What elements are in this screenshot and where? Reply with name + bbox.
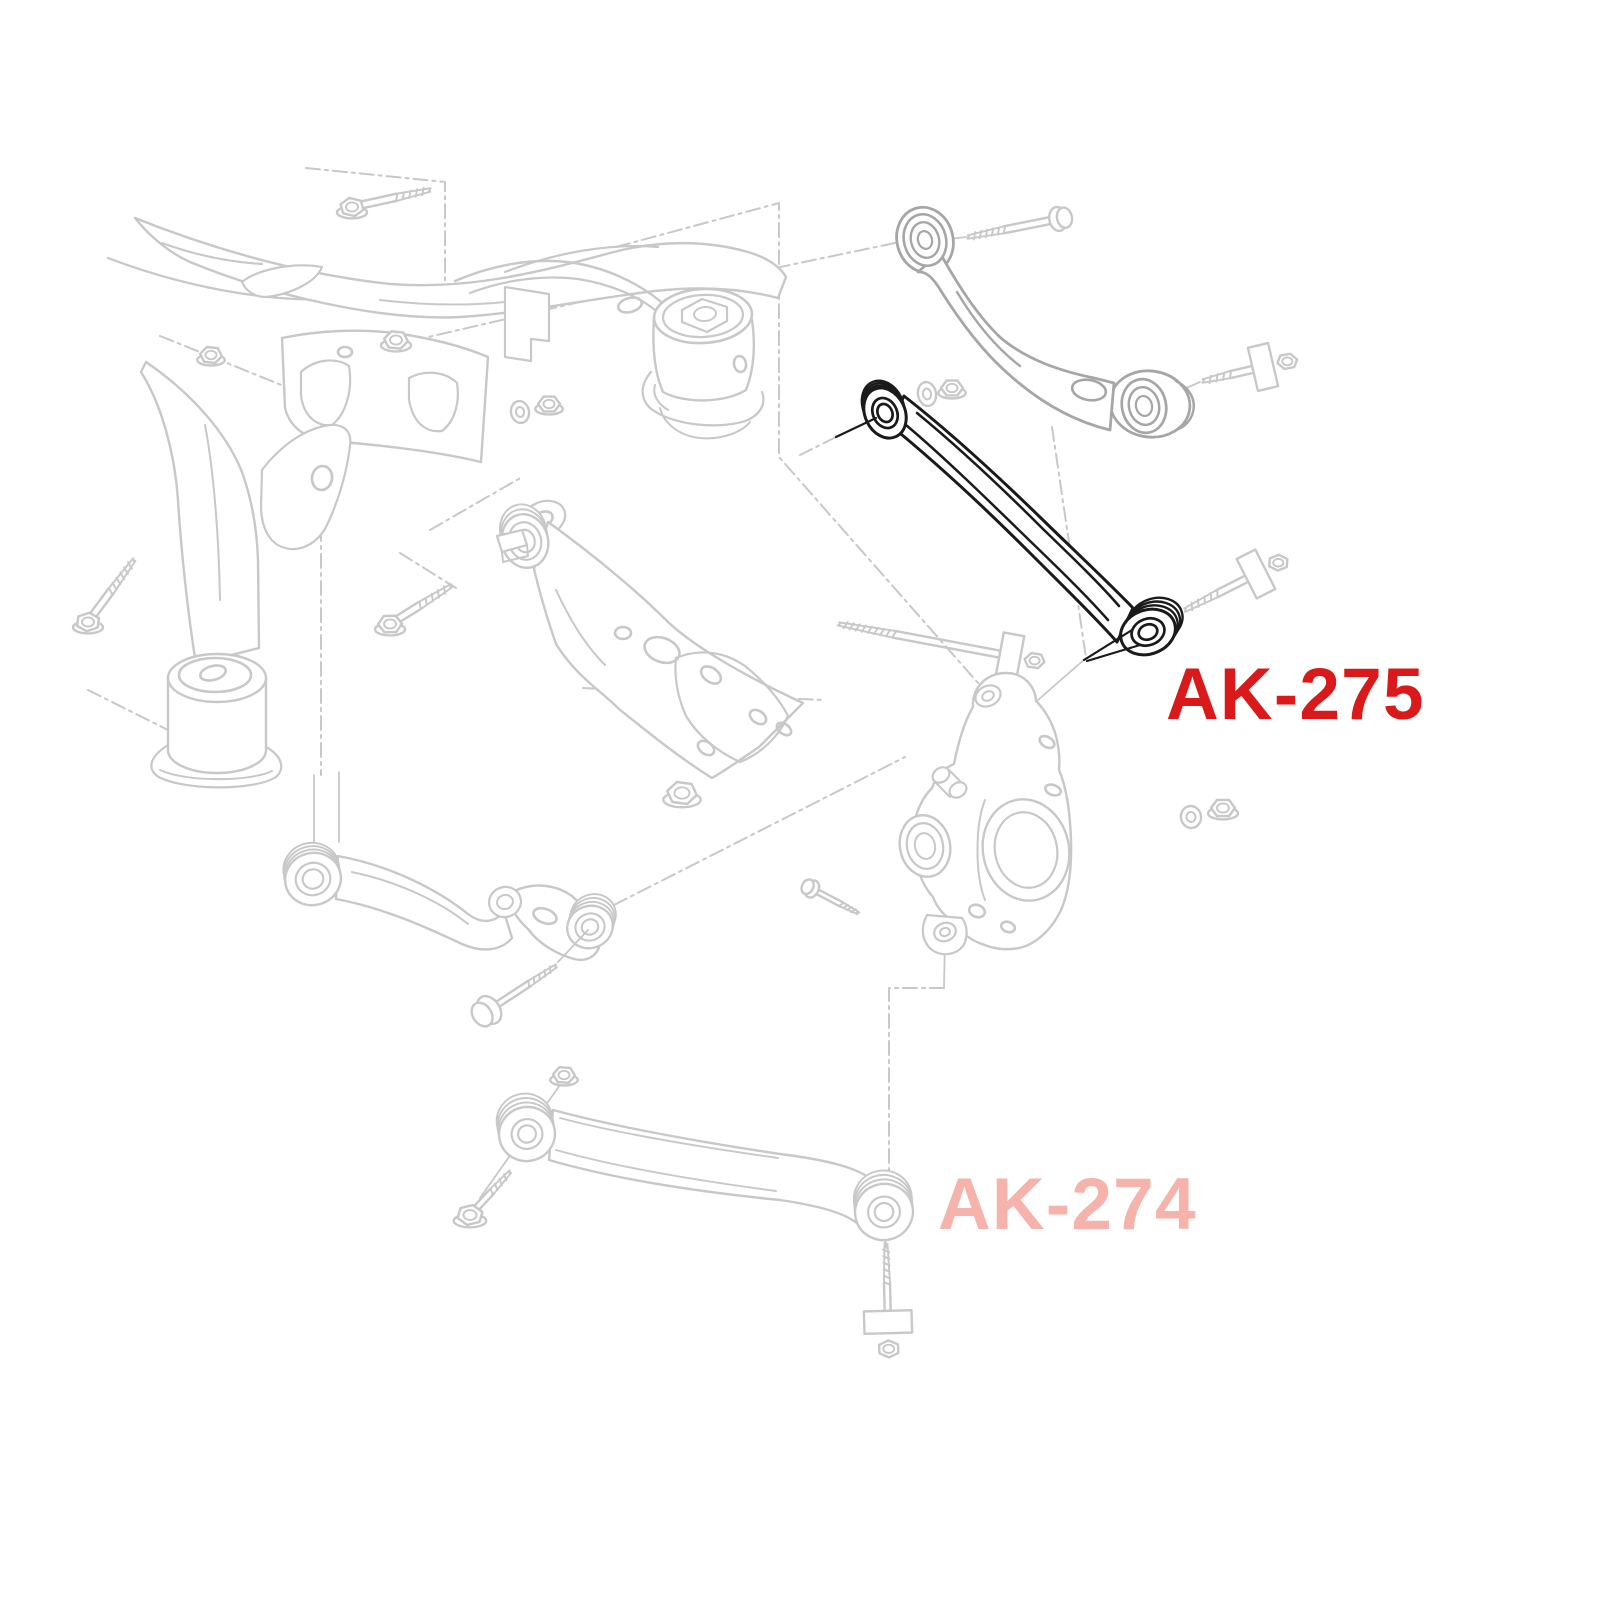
svg-text:AK-274: AK-274 — [938, 1164, 1197, 1245]
svg-text:AK-275: AK-275 — [1166, 654, 1425, 735]
